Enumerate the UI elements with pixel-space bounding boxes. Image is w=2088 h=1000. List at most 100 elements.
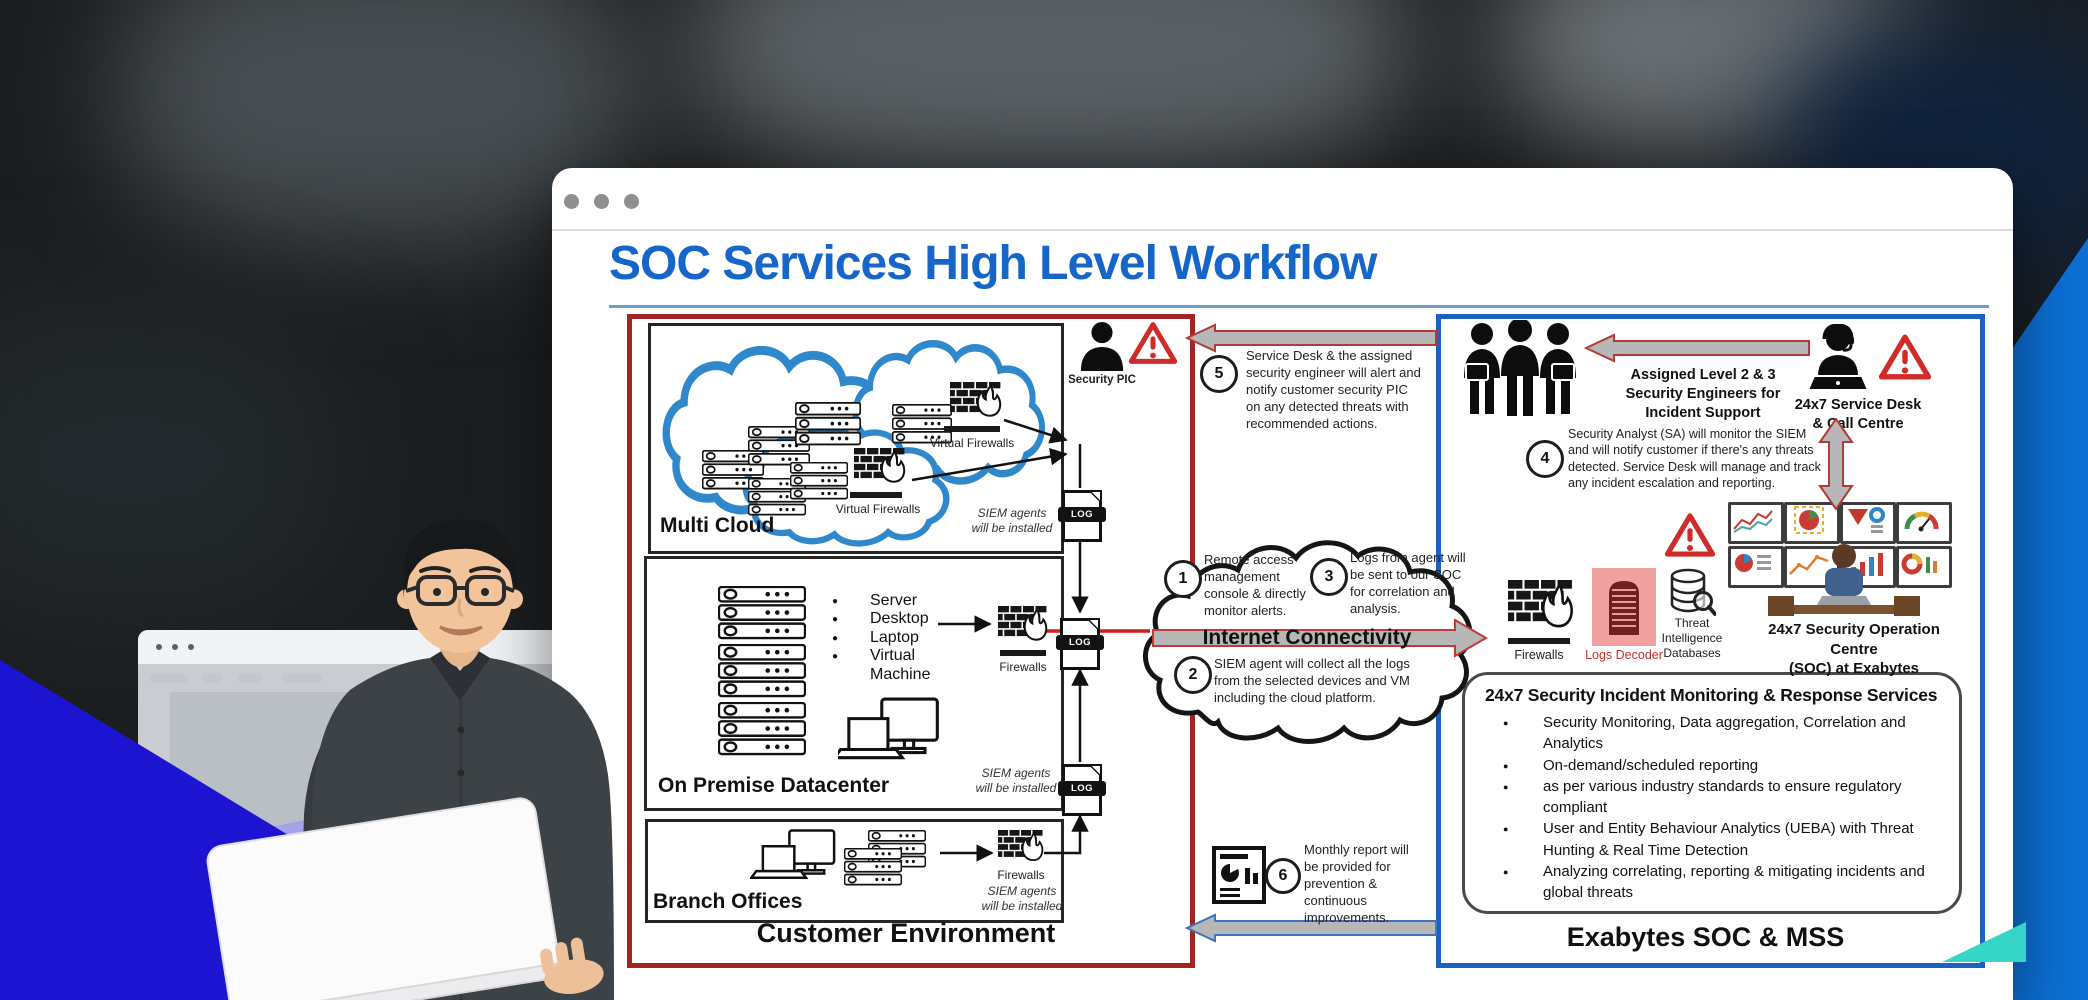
service-bullet: User and Entity Behaviour Analytics (UEB… xyxy=(1465,818,1945,861)
security-pic-label: Security PIC xyxy=(1068,374,1136,386)
service-desk-agent-icon xyxy=(1806,324,1870,394)
on-premise-box xyxy=(644,556,1064,811)
monitor-funnel-chart xyxy=(1840,502,1896,544)
window-dot xyxy=(564,194,579,209)
step-2-circle: 2 xyxy=(1174,656,1212,694)
step-6-text: Monthly report will be provided for prev… xyxy=(1304,842,1409,925)
firewalls-label: Firewalls xyxy=(999,660,1047,674)
monitor-pie-report xyxy=(1728,546,1784,588)
service-bullet: as per various industry standards to ens… xyxy=(1465,776,1945,819)
firewall-base-bar xyxy=(850,492,902,498)
titlebar-divider xyxy=(552,229,2013,231)
soc-monitor-wall xyxy=(1728,498,1960,616)
customer-environment-label: Customer Environment xyxy=(756,918,1056,948)
step-2-text: SIEM agent will collect all the logs fro… xyxy=(1214,656,1410,705)
service-bullet: Security Monitoring, Data aggregation, C… xyxy=(1465,712,1945,755)
presenter-illustration xyxy=(206,519,614,1000)
soc-analyst-at-desk xyxy=(1768,544,1920,616)
threat-intelligence-db-icon xyxy=(1670,568,1716,616)
device-list-item: ●Laptop xyxy=(832,628,919,646)
bullet-dot: ● xyxy=(832,651,839,663)
server-stack-icon xyxy=(844,848,902,886)
log-file-icon: LOG xyxy=(1056,618,1104,670)
mock-window-dot xyxy=(172,644,178,650)
step-1-circle: 1 xyxy=(1164,560,1202,598)
step-3-circle: 3 xyxy=(1310,558,1348,596)
mock-nav-placeholder xyxy=(282,674,322,683)
step-5-text: Service Desk & the assigned security eng… xyxy=(1246,348,1421,431)
log-label: LOG xyxy=(1058,781,1106,796)
exabytes-label: Exabytes SOC & MSS xyxy=(1566,922,1845,952)
branch-offices-label: Branch Offices xyxy=(653,890,803,913)
step-3-text: Logs from agent will be sent to our SOC … xyxy=(1350,550,1466,616)
virtual-firewall-icon xyxy=(950,382,1002,417)
server-stack-icon xyxy=(790,462,848,500)
step-5-number: 5 xyxy=(1214,365,1224,382)
firewall-base-bar xyxy=(944,426,1000,432)
escalation-double-arrow xyxy=(1818,418,1854,510)
title-underline xyxy=(609,305,1989,308)
step-1-text: Remote access management console & direc… xyxy=(1204,552,1306,618)
log-label: LOG xyxy=(1056,635,1104,650)
report-arrow-left xyxy=(1185,913,1437,943)
firewall-base-bar xyxy=(1000,650,1046,656)
server-rack-icon xyxy=(718,644,806,698)
soc-centre-label: 24x7 Security Operation Centre (SOC) at … xyxy=(1768,621,1940,677)
siem-note: SIEM agents will be installed xyxy=(981,884,1063,913)
service-bullet: Analyzing correlating, reporting & mitig… xyxy=(1465,861,1945,904)
step-2-number: 2 xyxy=(1188,666,1198,683)
warning-icon xyxy=(1664,508,1716,562)
mock-nav-placeholder xyxy=(238,674,262,683)
virtual-firewall-icon xyxy=(854,448,906,483)
logs-decoder-label: Logs Decoder xyxy=(1585,648,1663,662)
firewall-base-bar xyxy=(1508,638,1570,644)
server-rack-icon xyxy=(718,702,806,756)
step-1-number: 1 xyxy=(1178,570,1188,587)
monitor-trend-chart xyxy=(1784,546,1840,588)
bullet-dot: ● xyxy=(832,614,839,626)
mock-nav-placeholder xyxy=(202,674,222,683)
step-6-number: 6 xyxy=(1278,867,1288,884)
services-title: 24x7 Security Incident Monitoring & Resp… xyxy=(1485,685,1938,705)
firewall-icon xyxy=(1508,580,1574,628)
log-label: LOG xyxy=(1058,507,1106,522)
report-icon xyxy=(1212,846,1266,904)
step-3-number: 3 xyxy=(1324,568,1334,585)
on-premise-label: On Premise Datacenter xyxy=(658,774,890,797)
virtual-firewalls-label: Virtual Firewalls xyxy=(835,502,921,516)
services-list: Security Monitoring, Data aggregation, C… xyxy=(1465,712,1959,904)
mock-window-dot xyxy=(156,644,162,650)
monitor-gauge-chart xyxy=(1896,502,1952,544)
diagram-window: SOC Services High Level Workflow xyxy=(552,168,2013,1000)
device-list-item: ●Server xyxy=(832,592,918,609)
log-file-icon: LOG xyxy=(1058,490,1106,542)
siem-note: SIEM agents will be installed xyxy=(975,766,1057,795)
laptop-monitor-icon xyxy=(838,697,939,760)
service-desk-label: 24x7 Service Desk & Call Centre xyxy=(1794,397,1922,432)
security-engineers-icon xyxy=(1463,320,1577,417)
device-list-item: ●Desktop xyxy=(832,610,929,628)
security-pic-icon xyxy=(1080,322,1124,371)
monitor-line-chart xyxy=(1728,502,1784,544)
device-list: ●Server●Desktop●Laptop●Virtual Machine xyxy=(832,592,952,684)
monitor-donut-chart xyxy=(1896,546,1952,588)
internet-connectivity-label: Internet Connectivity xyxy=(1202,626,1412,649)
siem-note: SIEM agents will be installed xyxy=(971,506,1053,535)
page-title: SOC Services High Level Workflow xyxy=(609,237,1377,290)
escalation-arrow-left xyxy=(1584,333,1810,363)
window-dot xyxy=(594,194,609,209)
step-4-number: 4 xyxy=(1540,450,1550,467)
monitor-pie-chart xyxy=(1784,502,1840,544)
service-bullet: On-demand/scheduled reporting xyxy=(1465,755,1945,776)
window-dot xyxy=(624,194,639,209)
virtual-firewalls-label: Virtual Firewalls xyxy=(929,436,1015,450)
bullet-dot: ● xyxy=(832,596,839,607)
background-blob xyxy=(0,300,340,620)
mock-window-dot xyxy=(188,644,194,650)
firewalls-label: Firewalls xyxy=(997,868,1045,882)
laptop-monitor-icon xyxy=(750,829,836,880)
multi-cloud-label: Multi Cloud xyxy=(660,514,775,537)
warning-icon xyxy=(1878,328,1932,386)
firewall-icon xyxy=(998,606,1048,641)
